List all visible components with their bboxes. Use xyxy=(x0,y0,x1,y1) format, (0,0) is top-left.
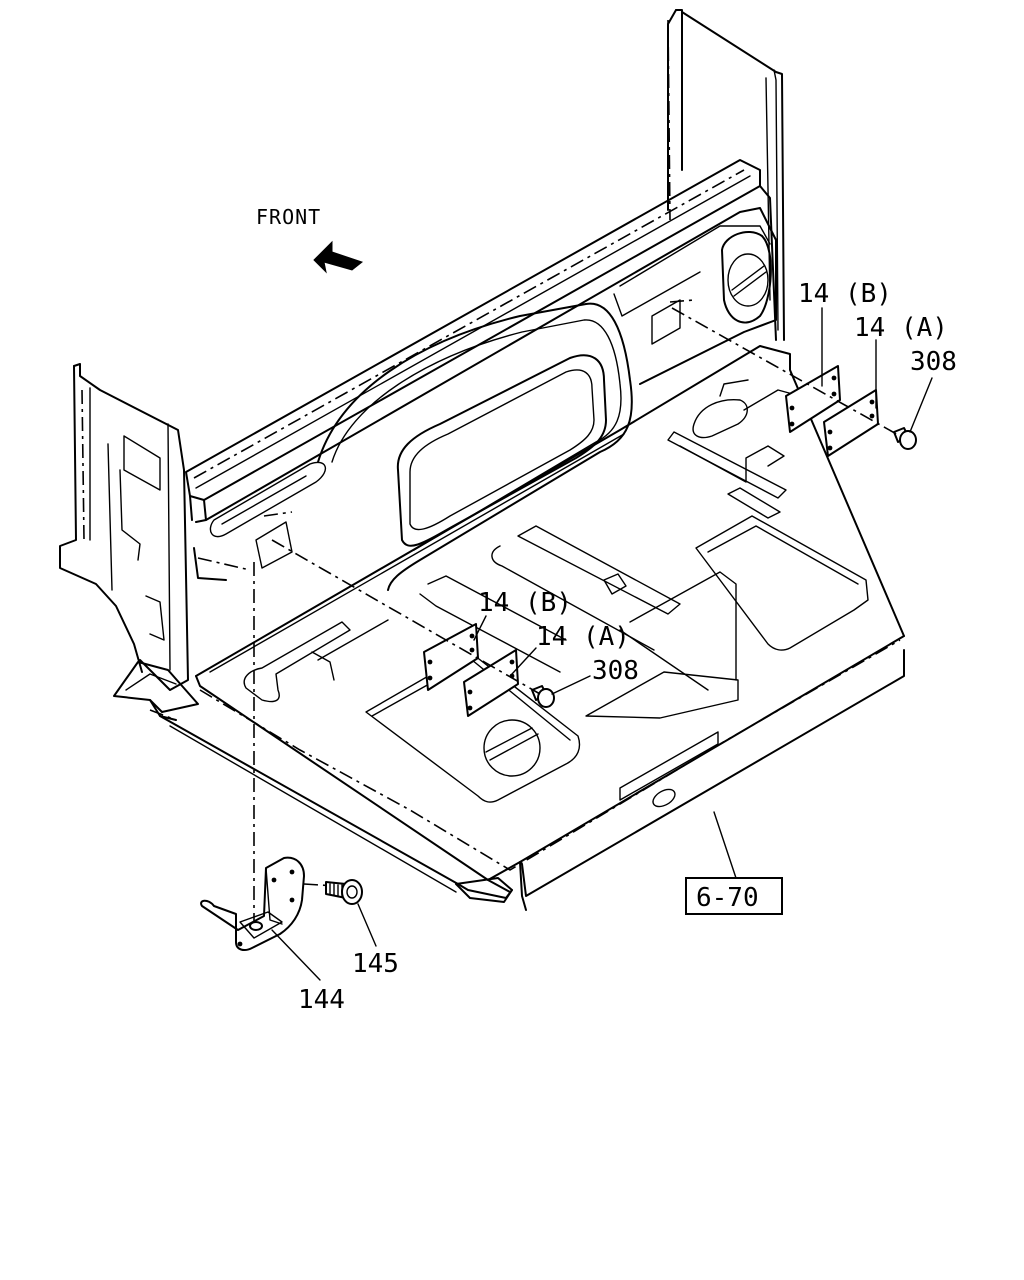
front-label: FRONT xyxy=(256,205,321,229)
callout-upper-14b: 14 (B) xyxy=(798,279,892,309)
bracket-144 xyxy=(200,856,337,951)
rear-pillar xyxy=(667,9,785,341)
lower-bolt-308 xyxy=(531,685,555,708)
callout-145: 145 xyxy=(352,949,399,979)
bolt-145 xyxy=(325,879,363,905)
callout-lower-14b: 14 (B) xyxy=(478,588,572,618)
lower-assembly-line xyxy=(271,539,541,695)
upper-bolt-308 xyxy=(893,427,917,450)
upper-assembly-line xyxy=(671,307,901,437)
left-side-panel xyxy=(59,363,199,713)
bed-floor xyxy=(149,345,905,911)
callout-upper-14a: 14 (A) xyxy=(854,313,948,343)
front-arrow-icon xyxy=(313,240,364,274)
upper-plate-14b xyxy=(785,365,841,433)
bulkhead-panel xyxy=(193,207,777,591)
callout-upper-308: 308 xyxy=(910,347,957,377)
leader-lines xyxy=(271,307,933,981)
bulkhead-top-rail xyxy=(185,159,777,523)
callout-reference[interactable]: 6-70 xyxy=(696,883,759,913)
reference-box xyxy=(685,877,783,915)
callout-144: 144 xyxy=(298,985,345,1015)
callout-lower-308: 308 xyxy=(592,656,639,686)
callout-lower-14a: 14 (A) xyxy=(536,622,630,652)
